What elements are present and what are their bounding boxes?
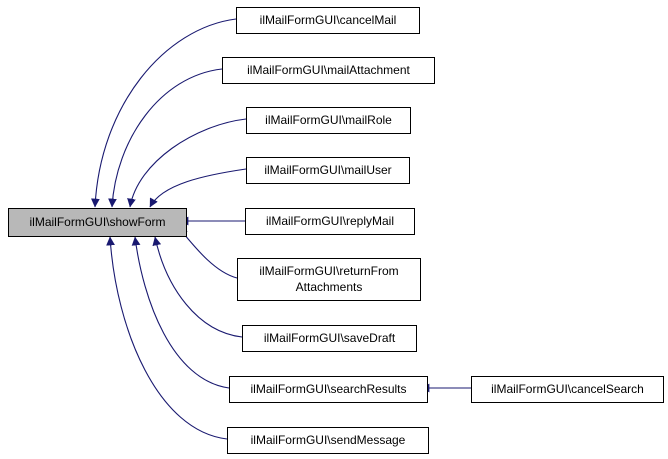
node-showform: ilMailFormGUI\showForm — [8, 208, 187, 237]
node-mailattachment[interactable]: ilMailFormGUI\mailAttachment — [222, 57, 435, 84]
edge-returnfromattachments-showform — [178, 227, 238, 279]
node-sendmessage[interactable]: ilMailFormGUI\sendMessage — [227, 427, 429, 454]
edge-mailattachment-showform — [108, 68, 223, 208]
edge-savedraft-showform — [152, 236, 243, 338]
node-savedraft[interactable]: ilMailFormGUI\saveDraft — [242, 325, 417, 352]
node-replymail[interactable]: ilMailFormGUI\replyMail — [245, 208, 415, 235]
edge-mailrole-showform — [127, 118, 247, 208]
edge-mailuser-showform — [149, 168, 247, 208]
node-mailrole[interactable]: ilMailFormGUI\mailRole — [246, 107, 411, 134]
node-searchresults[interactable]: ilMailFormGUI\searchResults — [229, 376, 428, 403]
edge-sendmessage-showform — [106, 236, 228, 440]
node-mailuser[interactable]: ilMailFormGUI\mailUser — [246, 157, 410, 184]
edge-searchresults-showform — [131, 236, 230, 389]
node-cancelsearch[interactable]: ilMailFormGUI\cancelSearch — [471, 376, 664, 403]
edge-cancelmail-showform — [91, 18, 237, 208]
node-returnfromattachments[interactable]: ilMailFormGUI\returnFrom Attachments — [237, 258, 421, 301]
node-cancelmail[interactable]: ilMailFormGUI\cancelMail — [236, 7, 420, 34]
